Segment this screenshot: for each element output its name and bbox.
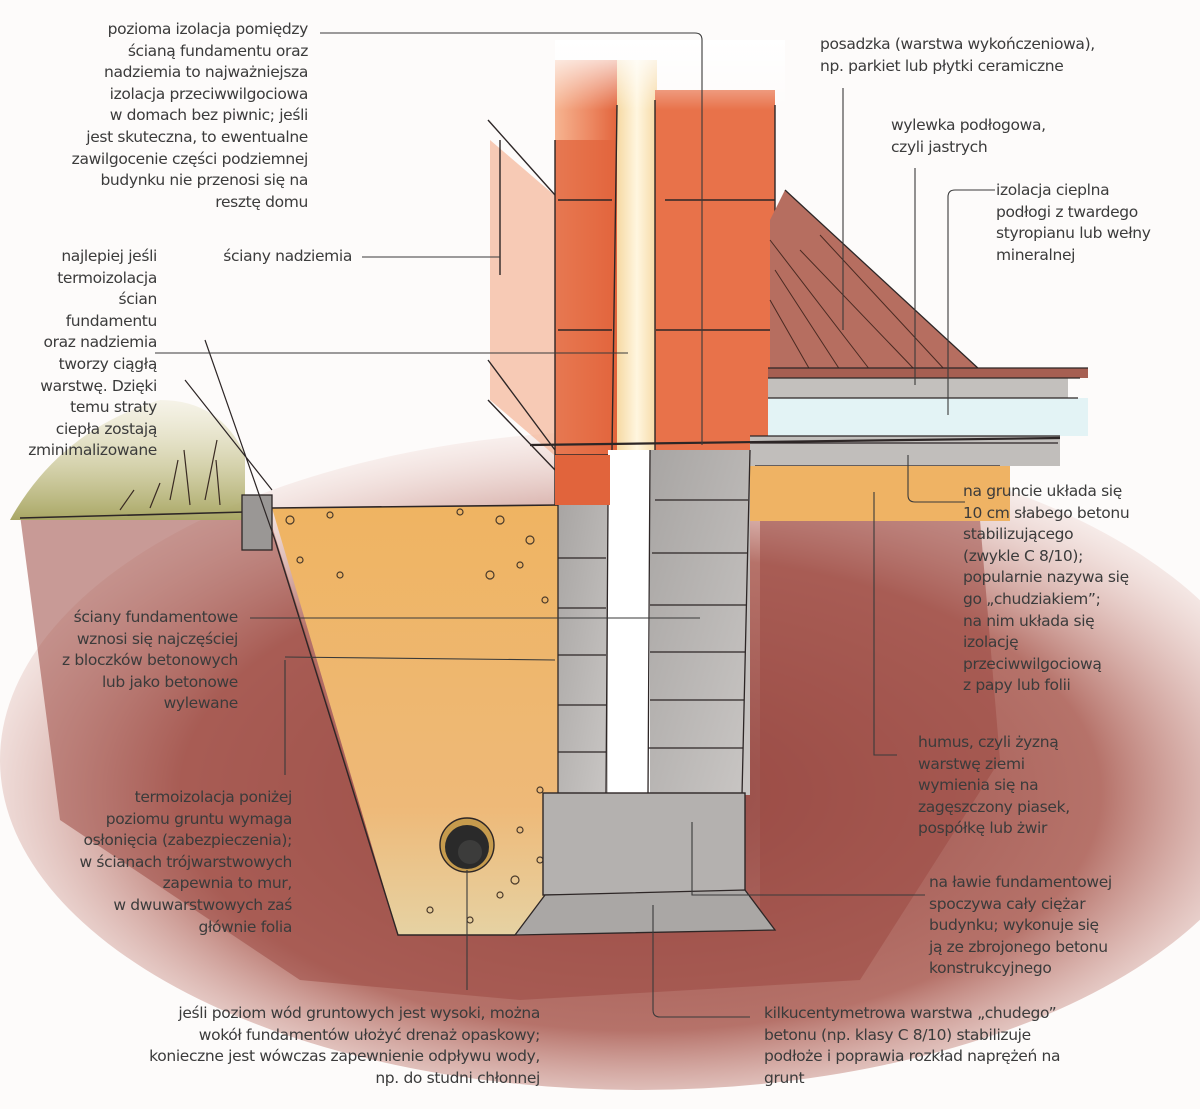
label-floor-finish: posadzka (warstwa wykończeniowa), np. pa… xyxy=(820,35,1095,75)
label-continuous-thermal-insulation: najlepiej jeśli termoizolacja ścian fund… xyxy=(28,247,157,460)
label-humus-replacement: humus, czyli żyzną warstwę ziemi wymieni… xyxy=(918,733,1070,838)
curb-block xyxy=(241,494,273,551)
drainage-pipe xyxy=(439,817,495,873)
leader-lines xyxy=(155,32,995,1018)
damp-proof-course xyxy=(529,436,1061,447)
label-above-ground-walls: ściany nadziemia xyxy=(223,247,352,265)
floor-layers xyxy=(750,189,1088,521)
foundation-walls xyxy=(555,449,751,796)
label-floor-thermal-insulation: izolacja cieplna podłogi z twardego styr… xyxy=(996,181,1151,264)
label-lean-concrete-slab: na gruncie układa się 10 cm słabego beto… xyxy=(963,482,1130,695)
label-horizontal-damp-proofing: pozioma izolacja pomiędzy ścianą fundame… xyxy=(71,20,309,211)
insulation-outline xyxy=(184,339,276,541)
above-ground-walls xyxy=(487,40,785,505)
label-footing: na ławie fundamentowej spoczywa cały cię… xyxy=(929,873,1112,978)
grass-surface xyxy=(10,400,246,520)
label-lean-concrete-base: kilkucentymetrowa warstwa „chudego” beto… xyxy=(764,1004,1061,1087)
label-below-ground-insulation-protection: termoizolacja poniżej poziomu gruntu wym… xyxy=(79,788,293,936)
label-perimeter-drainage: jeśli poziom wód gruntowych jest wysoki,… xyxy=(149,1004,540,1087)
label-floor-screed: wylewka podłogowa, czyli jastrych xyxy=(891,116,1046,156)
footing xyxy=(513,792,777,936)
label-foundation-walls: ściany fundamentowe wznosi się najczęści… xyxy=(62,608,238,713)
